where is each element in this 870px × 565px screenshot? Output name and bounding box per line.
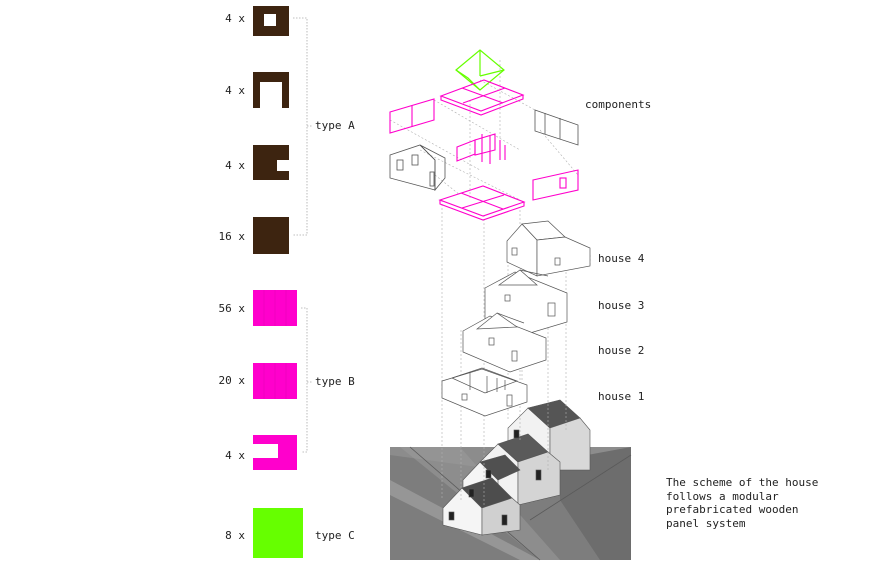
roof-component [455,49,505,91]
type-a-label: type A [315,119,355,132]
description-line-2: follows a modular [666,489,779,503]
type-a-door-panel [253,72,289,108]
type-c-label: type C [315,529,355,542]
type-b-notch-panel [253,435,297,470]
back-wall-component [534,109,579,146]
house-1-label: house 1 [598,390,645,403]
type-b-large-panel [253,290,297,326]
type-b-label: type B [315,375,355,388]
house-1 [441,367,528,417]
house-3-label: house 3 [598,299,645,312]
type-a-solid-panel [253,217,289,254]
type-a-notch-panel [253,145,289,180]
description-line-1: The scheme of the house [666,476,819,489]
description-line-3: prefabricated wooden [666,503,799,516]
left-wall-component [389,98,435,134]
type-c-panel [253,508,303,558]
ground-floor-component [438,185,526,221]
type-a-count-3: 4 x [225,159,245,172]
type-a-window-panel [253,6,289,36]
description-text: The scheme of the house follows a modula… [666,476,818,530]
upper-floor-component [439,79,525,116]
house-2-label: house 2 [598,344,645,357]
type-b-count-1: 56 x [218,302,246,315]
house-cluster [442,399,591,536]
type-b-count-3: 4 x [225,449,245,462]
type-a-count-4: 16 x [218,230,246,243]
legend-brackets [293,17,312,453]
type-b-count-2: 20 x [218,374,246,387]
partition-component [456,133,506,164]
gable-wall-component [389,144,446,192]
type-c-count-1: 8 x [225,529,245,542]
components-label: components [585,98,652,111]
type-a-count-2: 4 x [225,84,245,97]
description-line-4: panel system [666,516,746,530]
components-exploded [389,49,579,221]
type-a-count-1: 4 x [225,12,245,25]
house-4 [506,220,591,277]
right-wall-component [532,169,579,201]
house-4-label: house 4 [598,252,645,265]
type-b-medium-panel [253,363,297,399]
house-2 [462,312,547,373]
